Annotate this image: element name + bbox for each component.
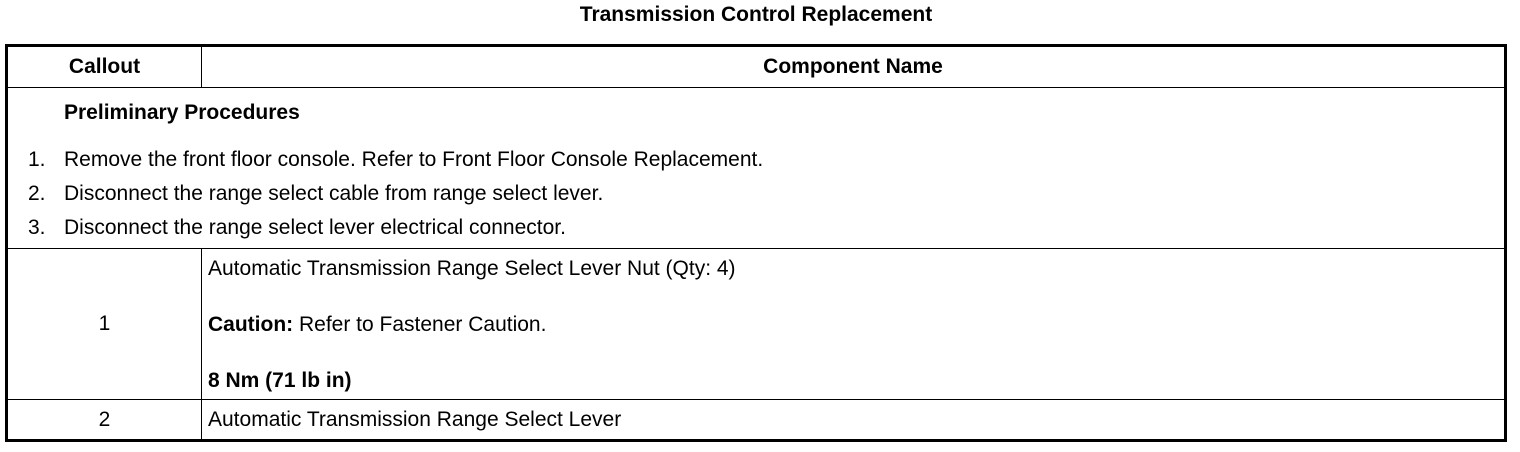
list-item: 3. Disconnect the range select lever ele… — [28, 211, 1504, 245]
step-number: 1. — [28, 147, 46, 171]
component-name-cell: Automatic Transmission Range Select Leve… — [201, 248, 1506, 400]
table-row: 2 Automatic Transmission Range Select Le… — [6, 399, 1506, 441]
preliminary-procedures-cell: Preliminary Procedures 1. Remove the fro… — [6, 87, 1506, 249]
step-text: Remove the front floor console. Refer to… — [64, 147, 764, 171]
step-number: 2. — [28, 181, 46, 205]
preliminary-steps-list: 1. Remove the front floor console. Refer… — [8, 143, 1504, 245]
callout-cell: 2 — [6, 399, 202, 441]
list-item: 2. Disconnect the range select cable fro… — [28, 177, 1504, 211]
torque-spec: 8 Nm (71 lb in) — [208, 369, 352, 392]
callout-header: Callout — [6, 45, 202, 88]
caution-text: Refer to Fastener Caution. — [293, 313, 547, 336]
component-name: Automatic Transmission Range Select Leve… — [208, 257, 736, 280]
list-item: 1. Remove the front floor console. Refer… — [28, 143, 1504, 177]
step-text: Disconnect the range select cable from r… — [64, 181, 604, 205]
component-name-header: Component Name — [201, 45, 1506, 88]
callout-cell: 1 — [6, 248, 202, 400]
table-row: 1 Automatic Transmission Range Select Le… — [6, 248, 1506, 400]
step-number: 3. — [28, 215, 46, 239]
table-header-row: Callout Component Name — [6, 45, 1506, 88]
caution-label: Caution: — [208, 313, 294, 336]
page-title: Transmission Control Replacement — [579, 3, 933, 26]
component-name-cell: Automatic Transmission Range Select Leve… — [201, 399, 1506, 441]
preliminary-procedures-heading: Preliminary Procedures — [64, 100, 300, 124]
preliminary-procedures-row: Preliminary Procedures 1. Remove the fro… — [6, 87, 1506, 249]
step-text: Disconnect the range select lever electr… — [64, 215, 566, 239]
component-table: Callout Component Name Preliminary Proce… — [5, 44, 1507, 442]
caution-note: Caution: Refer to Fastener Caution. — [208, 313, 1504, 337]
